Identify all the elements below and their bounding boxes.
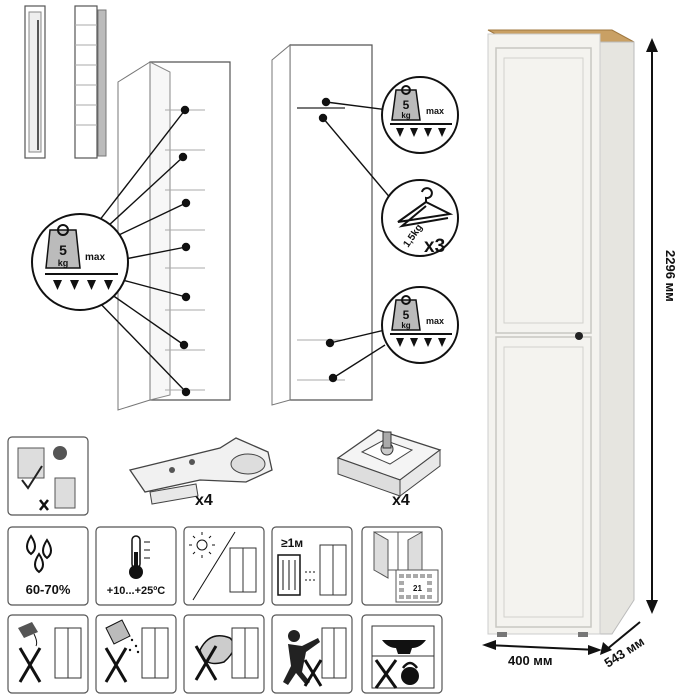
thumbnail-closed-cabinet xyxy=(24,5,46,159)
heater-distance-icon-box: ≥1м xyxy=(271,526,353,606)
shelf-cabinet-drawing xyxy=(117,61,231,411)
no-rough-sponge-icon-box xyxy=(183,614,265,694)
foot-count: x4 xyxy=(392,492,410,509)
window-icon xyxy=(373,531,423,579)
humidity-label: 60-70% xyxy=(26,582,71,597)
kettlebell-icon xyxy=(401,661,419,685)
no-heavy-load-icon-box xyxy=(361,614,443,694)
hinge-hardware: x4 xyxy=(128,437,273,509)
no-pushing-icon-box xyxy=(271,614,353,694)
calendar-icon: 21 xyxy=(395,569,439,603)
assembly-check-icon-box xyxy=(7,436,89,516)
height-label: 2296 мм xyxy=(663,250,678,302)
bottom-shelf-load-badge: 5 kg max xyxy=(381,286,459,364)
no-open-window-icon-box: 21 xyxy=(361,526,443,606)
leveling-foot-hardware: x4 xyxy=(336,429,442,509)
water-drops-icon xyxy=(26,534,52,574)
temperature-label: +10...+25ºC xyxy=(107,585,166,597)
humidity-icon-box: 60-70% xyxy=(7,526,89,606)
cabinet-product-view xyxy=(487,29,635,637)
anvil-icon xyxy=(382,640,426,654)
svg-text:kg: kg xyxy=(401,111,410,120)
top-shelf-load-badge: 5 kg max xyxy=(381,76,459,154)
depth-label: 543 мм xyxy=(601,634,647,671)
width-label: 400 мм xyxy=(508,653,553,668)
hinge-count: x4 xyxy=(195,492,213,509)
thermometer-icon xyxy=(129,535,150,579)
distance-label: ≥1м xyxy=(281,536,303,550)
person-pushing-icon xyxy=(283,630,320,685)
thumbnail-open-cabinet xyxy=(74,5,107,159)
wardrobe-callout-lines xyxy=(318,97,393,383)
sun-icon xyxy=(189,532,215,558)
calendar-day: 21 xyxy=(413,584,422,593)
no-abrasive-powder-icon-box xyxy=(95,614,177,694)
svg-text:5: 5 xyxy=(403,308,410,322)
radiator-icon xyxy=(277,554,301,596)
svg-text:max: max xyxy=(426,316,444,326)
wardrobe-cabinet-drawing xyxy=(271,43,373,406)
height-dimension: 2296 мм xyxy=(646,38,678,614)
svg-text:x3: x3 xyxy=(424,236,445,257)
svg-text:5: 5 xyxy=(403,98,410,112)
svg-text:max: max xyxy=(426,106,444,116)
width-dimension: 400 мм xyxy=(482,640,602,668)
temperature-icon-box: +10...+25ºC xyxy=(95,526,177,606)
svg-text:kg: kg xyxy=(401,321,410,330)
svg-text:max: max xyxy=(85,252,105,263)
shelf-load-badge: 5 kg max xyxy=(31,213,129,311)
no-liquid-icon-box xyxy=(7,614,89,694)
hanger-icon xyxy=(397,187,454,228)
knob-icon xyxy=(575,332,583,340)
no-direct-sun-icon-box xyxy=(183,526,265,606)
hanger-load-badge: 1,5kg x3 xyxy=(381,179,459,257)
svg-text:kg: kg xyxy=(58,258,69,268)
svg-text:5: 5 xyxy=(59,242,67,258)
